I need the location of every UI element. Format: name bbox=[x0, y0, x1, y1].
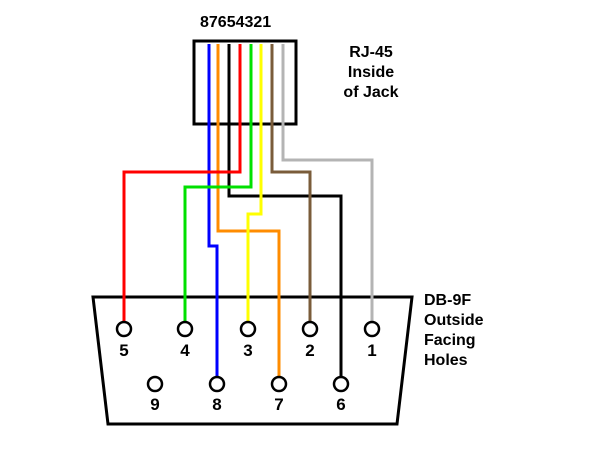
wire-rj45-1-to-db9-1 bbox=[281, 44, 374, 322]
db9-pin-label: 9 bbox=[150, 395, 159, 414]
db9-pin-7-hole bbox=[270, 375, 288, 393]
wire-rj45-4-to-db9-4 bbox=[183, 44, 253, 322]
db9-label-line-3: Facing bbox=[424, 332, 476, 349]
wire-rj45-5-to-db9-5 bbox=[122, 44, 242, 322]
db9-pin-label: 3 bbox=[243, 341, 252, 360]
db9-pin-label: 4 bbox=[180, 341, 190, 360]
db9-label-line-4: Holes bbox=[424, 352, 468, 369]
db9-connector-outline bbox=[91, 295, 414, 426]
db9-pin-label: 8 bbox=[212, 395, 221, 414]
rj45-pin-numbers: 87654321 bbox=[200, 14, 271, 31]
db9-pin-2-hole bbox=[301, 320, 319, 338]
db9-pin-3-hole bbox=[239, 320, 257, 338]
db9-pin-4-hole bbox=[176, 320, 194, 338]
db9-pin-label: 1 bbox=[367, 341, 376, 360]
db9-pin-9-hole bbox=[146, 375, 164, 393]
db9-pin-8-hole bbox=[208, 375, 226, 393]
wire-rj45-2-to-db9-2 bbox=[270, 44, 312, 322]
db9-label-line-1: DB-9F bbox=[424, 292, 471, 309]
db9-pin-6-hole bbox=[332, 375, 350, 393]
db9-pin-label: 2 bbox=[305, 341, 314, 360]
rj45-jack-outline bbox=[192, 39, 298, 126]
wire-rj45-3-to-db9-3 bbox=[246, 44, 263, 322]
rj45-label-line-2: Inside bbox=[348, 64, 394, 81]
wire-rj45-6-to-db9-6 bbox=[227, 44, 343, 377]
db9-label-line-2: Outside bbox=[424, 312, 484, 329]
db9-pin-1-hole bbox=[363, 320, 381, 338]
wire-group bbox=[122, 44, 374, 377]
rj45-label-line-3: of Jack bbox=[343, 84, 398, 101]
db9-pin-holes bbox=[115, 320, 381, 393]
rj45-label-line-1: RJ-45 bbox=[349, 44, 393, 61]
db9-pin-label: 6 bbox=[336, 395, 345, 414]
db9-pin-labels: 5 4 3 2 1 9 8 7 6 bbox=[119, 341, 376, 414]
wire-rj45-8-to-db9-8 bbox=[207, 44, 219, 377]
db9-pin-label: 7 bbox=[274, 395, 283, 414]
db9-pin-label: 5 bbox=[119, 341, 128, 360]
db9-pin-5-hole bbox=[115, 320, 133, 338]
